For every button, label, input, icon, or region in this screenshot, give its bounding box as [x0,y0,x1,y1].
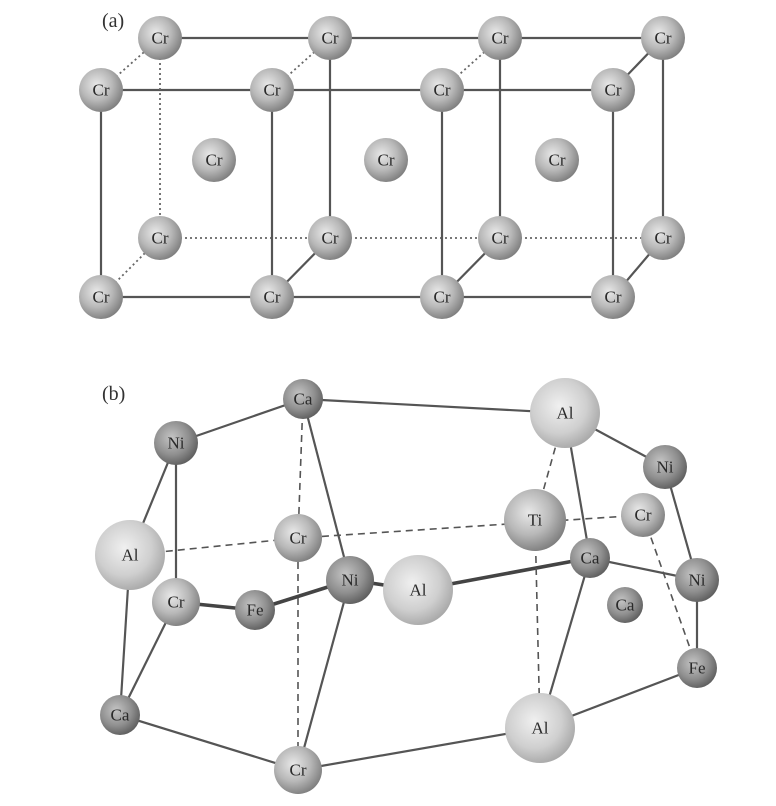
svg-text:Ca: Ca [294,390,313,409]
svg-text:Ti: Ti [528,511,543,530]
svg-text:Ca: Ca [581,549,600,568]
svg-text:Cr: Cr [492,29,509,48]
svg-text:Cr: Cr [605,81,622,100]
svg-text:Cr: Cr [152,229,169,248]
atom-cr: Cr [274,514,322,562]
svg-text:Cr: Cr [152,29,169,48]
panel-b-atoms: Ca Al Ni Ni Al Cr Ti Cr Ca Ni Al Ni Cr F… [95,378,719,794]
atom-cr: Cr [138,216,182,260]
atom-ti: Ti [504,489,566,551]
svg-text:Al: Al [410,581,427,600]
svg-text:Al: Al [532,719,549,738]
atom-ca: Ca [607,587,643,623]
atom-al: Al [95,520,165,590]
svg-text:Cr: Cr [264,81,281,100]
svg-text:Ca: Ca [111,706,130,725]
svg-text:Cr: Cr [322,29,339,48]
svg-text:Cr: Cr [655,29,672,48]
svg-text:Cr: Cr [206,151,223,170]
atom-cr-body-center: Cr [364,138,408,182]
atom-cr-body-center: Cr [535,138,579,182]
atom-cr: Cr [308,16,352,60]
panel-a: (a) [79,10,685,319]
atom-cr: Cr [79,68,123,112]
atom-al: Al [530,378,600,448]
panel-a-atoms: Cr Cr Cr Cr Cr Cr Cr Cr Cr Cr Cr Cr Cr C… [79,16,685,319]
atom-ni: Ni [154,421,198,465]
atom-al: Al [383,555,453,625]
svg-text:Cr: Cr [168,593,185,612]
panel-a-bonds [99,36,665,299]
atom-cr: Cr [152,578,200,626]
panel-b-label: (b) [102,383,125,405]
svg-text:Cr: Cr [492,229,509,248]
svg-text:Fe: Fe [247,601,264,620]
atom-ca: Ca [570,538,610,578]
svg-text:Cr: Cr [378,151,395,170]
atom-cr: Cr [591,68,635,112]
panel-b: (b) [95,378,719,794]
svg-text:Cr: Cr [290,529,307,548]
atom-cr: Cr [641,216,685,260]
svg-text:Ni: Ni [168,434,185,453]
atom-ni: Ni [643,445,687,489]
atom-cr: Cr [420,68,464,112]
svg-text:Al: Al [557,404,574,423]
svg-text:Ni: Ni [342,571,359,590]
atom-cr: Cr [138,16,182,60]
panel-a-label: (a) [102,10,124,32]
atom-cr: Cr [274,746,322,794]
atom-cr: Cr [621,493,665,537]
svg-text:Cr: Cr [434,81,451,100]
atom-cr: Cr [250,275,294,319]
svg-text:Ni: Ni [657,458,674,477]
atom-cr: Cr [478,16,522,60]
svg-text:Cr: Cr [264,288,281,307]
atom-cr: Cr [478,216,522,260]
svg-text:Cr: Cr [93,288,110,307]
atom-fe: Fe [235,590,275,630]
atom-cr: Cr [79,275,123,319]
svg-text:Cr: Cr [549,151,566,170]
svg-text:Cr: Cr [93,81,110,100]
atom-cr: Cr [308,216,352,260]
svg-text:Ca: Ca [616,596,635,615]
svg-text:Ni: Ni [689,571,706,590]
atom-cr-body-center: Cr [192,138,236,182]
svg-text:Cr: Cr [655,229,672,248]
atom-ni: Ni [326,556,374,604]
svg-text:Cr: Cr [605,288,622,307]
atom-cr: Cr [641,16,685,60]
svg-text:Al: Al [122,546,139,565]
atom-cr: Cr [591,275,635,319]
atom-fe: Fe [677,648,717,688]
atom-cr: Cr [420,275,464,319]
svg-text:Fe: Fe [689,659,706,678]
svg-text:Cr: Cr [322,229,339,248]
svg-text:Cr: Cr [434,288,451,307]
atom-cr: Cr [250,68,294,112]
atom-al: Al [505,693,575,763]
svg-text:Cr: Cr [290,761,307,780]
atom-ni: Ni [675,558,719,602]
atom-ca: Ca [283,379,323,419]
atom-ca: Ca [100,695,140,735]
svg-text:Cr: Cr [635,506,652,525]
